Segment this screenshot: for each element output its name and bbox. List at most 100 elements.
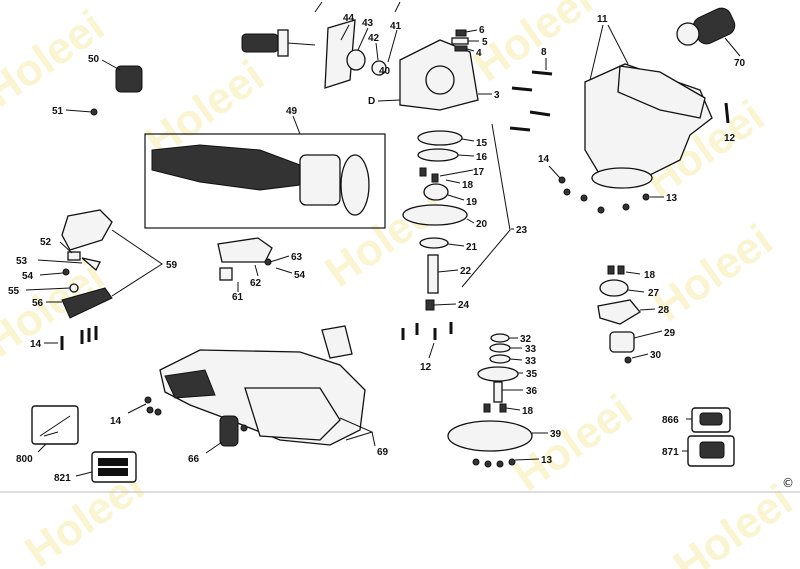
flange-part	[617, 265, 625, 275]
leader-line	[607, 24, 629, 65]
speed-dial	[205, 415, 239, 454]
part-label: 14	[110, 416, 122, 427]
part-label: 53	[16, 256, 28, 267]
part-label: 56	[32, 298, 44, 309]
housing-half	[244, 387, 341, 441]
field-assembly-box	[144, 115, 386, 229]
part-label: 821	[54, 473, 71, 484]
leader-line	[724, 37, 741, 57]
part-label: 39	[550, 429, 562, 440]
bearing-part	[371, 60, 387, 76]
part-label: 61	[232, 292, 244, 303]
rear-handle-housing	[584, 24, 713, 189]
part-label: 19	[466, 197, 478, 208]
switch-part	[69, 283, 79, 293]
pad-part	[499, 403, 507, 413]
armature-shaft	[287, 42, 316, 46]
flange-part	[624, 356, 632, 364]
part-label: 18	[462, 180, 474, 191]
small-part	[455, 29, 467, 37]
part-label: 59	[166, 260, 178, 271]
part-label: 4	[476, 48, 482, 59]
leader-line	[505, 407, 521, 411]
screw	[146, 406, 154, 414]
kit-871	[682, 435, 735, 467]
leader-line	[377, 99, 401, 102]
leader-line	[514, 458, 540, 461]
field-coil	[299, 154, 341, 206]
kit-866	[686, 407, 731, 433]
screw	[496, 460, 504, 468]
housing-vent	[164, 369, 216, 399]
field-end	[340, 154, 370, 216]
part-label: 11	[597, 14, 608, 25]
part-label: 70	[734, 58, 746, 69]
leader-line	[457, 154, 475, 157]
leader-line	[25, 287, 71, 291]
screw	[580, 194, 588, 202]
screw	[531, 70, 553, 76]
leader-line	[465, 29, 478, 33]
part-label: 15	[476, 138, 488, 149]
housing-part	[617, 65, 706, 119]
pad-part	[477, 366, 519, 382]
label-plate	[98, 458, 128, 466]
leader-line	[59, 241, 73, 254]
part-label: 50	[88, 54, 100, 65]
part-label: 43	[362, 18, 374, 29]
group-bracket	[461, 123, 511, 288]
leader-line	[439, 169, 474, 177]
kit-871-item	[699, 441, 725, 459]
screw	[508, 458, 516, 466]
armature-fan	[277, 29, 289, 57]
pad-part	[489, 354, 511, 364]
screw	[511, 86, 533, 92]
lock-parts	[217, 237, 293, 292]
spindle-part	[419, 237, 449, 249]
flange-part	[607, 265, 615, 275]
pad-part	[493, 381, 503, 403]
flange-part	[609, 331, 635, 353]
kit-866-item	[699, 412, 723, 426]
kit-821-box	[91, 451, 137, 483]
switch-part	[62, 268, 70, 276]
screw-group	[548, 165, 664, 214]
part-label: 33	[525, 344, 537, 355]
part-label: 5	[482, 37, 488, 48]
part-label: 52	[40, 237, 52, 248]
screw	[90, 108, 98, 116]
leader-line	[625, 271, 641, 275]
part-label: D	[368, 96, 375, 107]
part-label: 32	[520, 334, 532, 345]
pad-part	[483, 403, 491, 413]
spindle-shaft	[427, 254, 439, 294]
screw	[144, 396, 152, 404]
screw	[622, 203, 630, 211]
switch-part	[81, 257, 101, 272]
switch-part	[61, 209, 113, 251]
flange-parts	[597, 265, 663, 364]
leader-line	[447, 194, 465, 201]
part-label: 62	[250, 278, 262, 289]
part-label: 18	[522, 406, 534, 417]
leader-line	[75, 471, 93, 477]
part-label: 12	[420, 362, 432, 373]
leader-line	[466, 218, 475, 224]
part-label: 28	[658, 305, 670, 316]
leader-line	[254, 264, 259, 277]
gear-case-bore	[425, 65, 455, 95]
leader-line	[445, 179, 461, 184]
lock-part	[217, 237, 273, 263]
leader-line	[437, 269, 459, 273]
bearing-part	[346, 49, 366, 71]
leader-line	[275, 267, 293, 274]
leader-line	[37, 259, 83, 264]
spindle-lock-parts	[451, 29, 479, 52]
backing-pad	[447, 420, 533, 452]
leader-line	[371, 431, 376, 447]
screw-group	[44, 326, 98, 350]
brush-part	[115, 65, 143, 93]
screw	[154, 408, 162, 416]
leader-line	[461, 138, 475, 142]
part-label: 49	[286, 106, 298, 117]
